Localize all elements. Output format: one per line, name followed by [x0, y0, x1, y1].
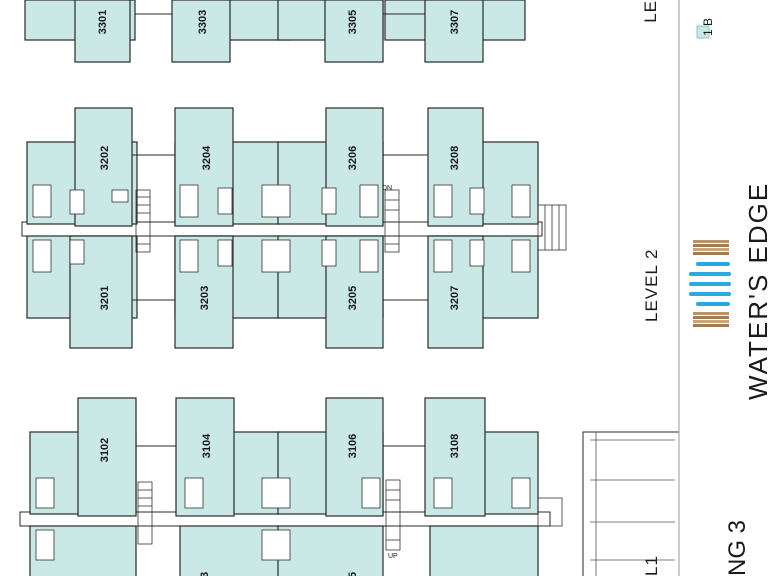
level-1-label: L1 [642, 555, 661, 576]
svg-text:3106: 3106 [347, 434, 359, 458]
logo-wood-top [693, 240, 729, 255]
svg-text:1 B: 1 B [701, 18, 715, 36]
unit-3108[interactable]: 3108 [449, 434, 461, 458]
svg-text:3206: 3206 [347, 146, 359, 170]
unit-3206[interactable]: 3206 [347, 146, 359, 170]
level-3-label: LE [641, 0, 660, 23]
svg-text:3204: 3204 [201, 145, 213, 170]
svg-text:3203: 3203 [199, 286, 211, 310]
unit-3202[interactable]: 3202 [99, 146, 111, 170]
svg-text:3108: 3108 [449, 434, 461, 458]
svg-text:3202: 3202 [99, 146, 111, 170]
level-1-plan: UP 3102 3104 3106 3108 3 5 [19, 397, 563, 576]
stair-left [135, 189, 151, 253]
svg-text:3301: 3301 [97, 10, 109, 34]
unit-3301[interactable]: 3301 [97, 10, 109, 34]
unit-3204[interactable]: 3204 [201, 145, 213, 170]
level-2-label: LEVEL 2 [642, 249, 661, 322]
unit-3305[interactable]: 3305 [347, 10, 359, 34]
svg-text:5: 5 [347, 572, 359, 576]
stair-east [537, 204, 567, 251]
wing-title: NG 3 [724, 520, 751, 576]
unit-3104[interactable]: 3104 [201, 433, 213, 458]
unit-partial-5[interactable]: 5 [347, 572, 359, 576]
svg-text:L1: L1 [642, 555, 661, 576]
brand-name: WATER'S EDGE [743, 182, 768, 400]
svg-text:LEVEL 2: LEVEL 2 [642, 249, 661, 322]
unit-3201[interactable]: 3201 [99, 286, 111, 310]
brand-logo: WATER'S EDGE [689, 182, 768, 400]
unit-3307[interactable]: 3307 [449, 10, 461, 34]
parking-area [582, 431, 680, 576]
legend-swatch [696, 25, 710, 39]
svg-text:NG 3: NG 3 [724, 520, 751, 576]
unit-3303[interactable]: 3303 [197, 10, 209, 34]
stair-right: DN [382, 185, 400, 253]
unit-3207[interactable]: 3207 [449, 286, 461, 310]
svg-text:3307: 3307 [449, 10, 461, 34]
unit-3203[interactable]: 3203 [199, 286, 211, 310]
unit-3102[interactable]: 3102 [99, 438, 111, 462]
svg-text:3102: 3102 [99, 438, 111, 462]
svg-text:3305: 3305 [347, 10, 359, 34]
stair-up-note: UP [388, 553, 398, 560]
logo-waves [689, 262, 731, 306]
svg-text:3: 3 [199, 572, 211, 576]
entry-east-l1 [537, 497, 563, 527]
unit-partial-3[interactable]: 3 [199, 572, 211, 576]
unit-3208[interactable]: 3208 [449, 146, 461, 170]
svg-text:LE: LE [641, 0, 660, 23]
svg-text:3303: 3303 [197, 10, 209, 34]
svg-text:3104: 3104 [201, 433, 213, 458]
legend: 1 B [696, 18, 715, 39]
unit-3205[interactable]: 3205 [347, 286, 359, 310]
svg-text:3208: 3208 [449, 146, 461, 170]
svg-text:3205: 3205 [347, 286, 359, 310]
level-3-plan: 3301 3303 3305 3307 [24, 0, 526, 63]
unit-3106[interactable]: 3106 [347, 434, 359, 458]
bath-fixtures [32, 184, 531, 273]
logo-wood-bottom [693, 312, 729, 327]
svg-text:3201: 3201 [99, 286, 111, 310]
stair-left-l1 [137, 481, 153, 545]
stair-right-l1: UP [385, 479, 401, 560]
level-2-plan: DN 3202 3204 3206 3208 3201 3203 3205 32… [21, 107, 567, 349]
svg-text:3207: 3207 [449, 286, 461, 310]
stair-dn-note: DN [382, 185, 392, 192]
bath-fixtures-l1 [35, 477, 531, 561]
